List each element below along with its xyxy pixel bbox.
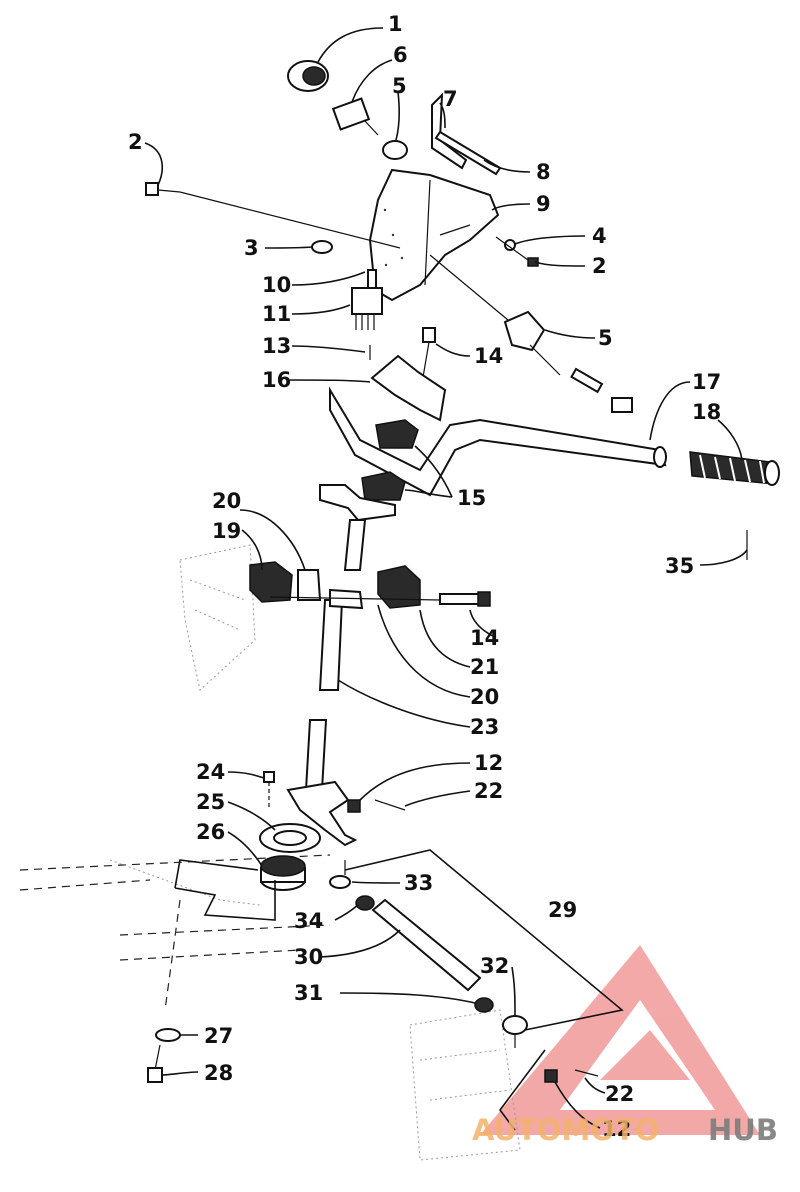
tie-rod-end-upper: [329, 860, 351, 889]
callout-9: 9: [536, 192, 551, 216]
clamp-bushing-left: [297, 569, 322, 601]
jam-nut-upper: [355, 895, 375, 911]
watermark-word-hub: HUB: [708, 1113, 778, 1147]
jam-nut-lower: [474, 997, 494, 1013]
callout-15: 15: [457, 486, 486, 510]
callout-14-lower: 14: [470, 626, 499, 650]
callout-20-lower: 20: [470, 685, 499, 709]
frame-washer: [155, 1028, 181, 1042]
callout-2-right: 2: [592, 254, 607, 278]
callout-14-upper: 14: [474, 344, 503, 368]
cotter-pin-upper: [374, 799, 406, 811]
steering-bearing: [260, 855, 306, 891]
mount-plate: [434, 130, 502, 176]
callout-12-upper: 12: [474, 751, 503, 775]
callout-18: 18: [692, 400, 721, 424]
clamp-block-right: [377, 565, 421, 609]
bearing-bolt: [263, 771, 275, 810]
callout-22-upper: 22: [474, 779, 503, 803]
callout-27: 27: [204, 1024, 233, 1048]
callout-4: 4: [592, 224, 607, 248]
callout-24: 24: [196, 760, 225, 784]
assembly-bracket-line: [344, 849, 624, 1131]
leader-lines: [144, 27, 748, 1129]
watermark-logo: [480, 945, 760, 1135]
callout-3: 3: [244, 236, 259, 260]
small-nut: [504, 239, 516, 251]
callout-21: 21: [470, 655, 499, 679]
handlebar: [329, 386, 667, 497]
handlebar-bracket: [370, 354, 447, 422]
clamp-bushing-right: [329, 588, 364, 610]
callout-31: 31: [294, 981, 323, 1005]
callout-1: 1: [388, 12, 403, 36]
handlebar-cover: [368, 168, 500, 302]
hex-nut-lower: [544, 1069, 558, 1083]
frame-bracket-line: [174, 859, 276, 921]
long-bolt: [145, 182, 401, 249]
callout-6: 6: [393, 43, 408, 67]
callout-29: 29: [548, 898, 577, 922]
callout-2-upper: 2: [128, 130, 143, 154]
lower-clamp-left: [249, 561, 293, 603]
callout-numbers: 1 2 5 6 7 8 9 2 3 4 10 11 5 13 14 16 17 …: [128, 12, 721, 1141]
lower-steering-post: [286, 719, 358, 847]
handlebar-grip: [689, 451, 780, 486]
clamp-bolt-lower: [269, 591, 491, 607]
mount-bracket: [431, 92, 468, 170]
upper-clamp: [375, 419, 419, 449]
watermark-text: AUTOMOTO HUB: [472, 1113, 778, 1147]
ignition-cap: [287, 60, 329, 92]
callout-5-upper: 5: [392, 74, 407, 98]
cotter-pin-lower: [574, 1069, 599, 1077]
callout-33: 33: [404, 871, 433, 895]
bearing-flange: [259, 823, 321, 853]
callout-30: 30: [294, 945, 323, 969]
callout-35: 35: [665, 554, 694, 578]
callout-17: 17: [692, 370, 721, 394]
callout-26: 26: [196, 820, 225, 844]
switch-block: [351, 269, 383, 330]
callout-32: 32: [480, 954, 509, 978]
chassis-outline: [19, 544, 521, 1161]
callout-28: 28: [204, 1061, 233, 1085]
callout-20-upper: 20: [212, 489, 241, 513]
callout-25: 25: [196, 790, 225, 814]
callout-19: 19: [212, 519, 241, 543]
washer: [311, 240, 333, 254]
small-screw: [495, 236, 539, 267]
callout-8: 8: [536, 160, 551, 184]
callout-10: 10: [262, 273, 291, 297]
callout-13: 13: [262, 334, 291, 358]
lock-nut: [382, 140, 408, 160]
hex-nut-upper: [347, 799, 361, 813]
watermark-word-automoto: AUTOMOTO: [472, 1113, 659, 1147]
tie-rod: [371, 898, 482, 992]
callout-12-lower: 12: [602, 1117, 631, 1141]
lower-clamp: [361, 471, 406, 501]
steering-post: [318, 484, 396, 691]
throttle-control: [429, 254, 633, 413]
callout-5-right: 5: [598, 326, 613, 350]
callout-11: 11: [262, 302, 291, 326]
callout-7: 7: [443, 87, 458, 111]
frame-bolt: [147, 1044, 163, 1083]
tie-rod-end-lower: [502, 1015, 528, 1048]
callout-16: 16: [262, 368, 291, 392]
callout-22-lower: 22: [605, 1082, 634, 1106]
callout-23: 23: [470, 715, 499, 739]
ignition-key: [331, 97, 379, 136]
callout-34: 34: [294, 909, 323, 933]
